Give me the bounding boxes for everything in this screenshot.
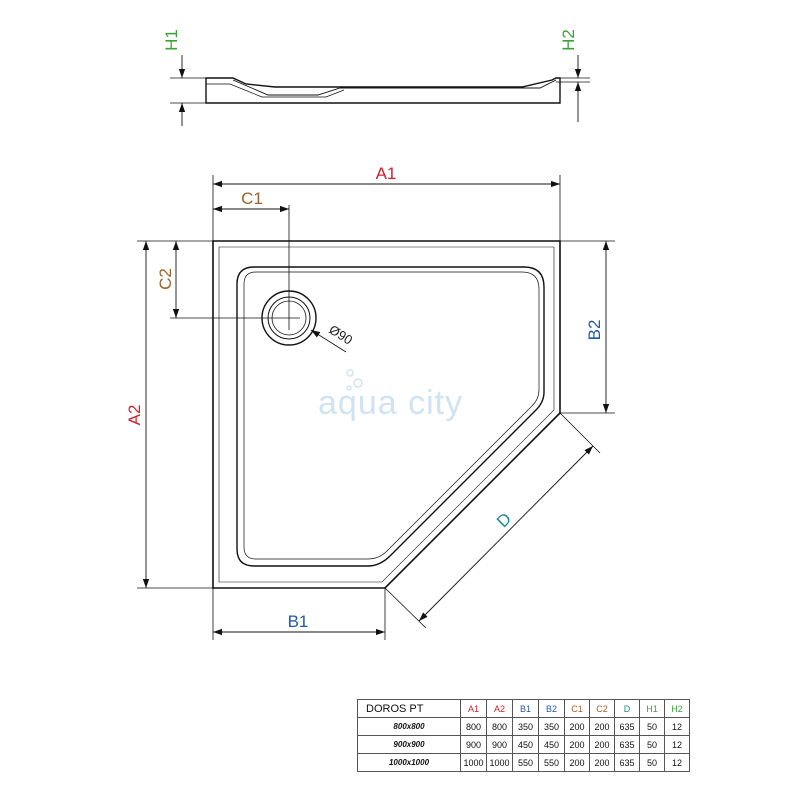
drain-diameter-leader (310, 329, 347, 353)
c1-label: C1 (241, 189, 263, 208)
b2-label: B2 (585, 320, 604, 341)
cell: 900 (486, 735, 513, 754)
cell: 350 (512, 717, 539, 736)
tray-profile-edge (206, 83, 345, 98)
cell: 550 (538, 753, 565, 772)
d-extension-bottom (384, 587, 427, 629)
h1-label: H1 (162, 29, 181, 51)
d-dimension-line (418, 445, 594, 622)
tray-profile (205, 77, 561, 104)
tray-basin-outer (236, 266, 545, 567)
cell: 800 (460, 717, 487, 736)
cell: 635 (614, 717, 640, 736)
cell: 900 (460, 735, 487, 754)
cell: 800 (486, 717, 513, 736)
cell: 200 (589, 735, 615, 754)
cell: 450 (538, 735, 565, 754)
a2-label: A2 (125, 405, 144, 426)
header-b2: B2 (538, 699, 565, 718)
header-c1: C1 (564, 699, 590, 718)
table-row: 800x800 800 800 350 350 200 200 635 50 1… (357, 717, 690, 736)
header-h2: H2 (664, 699, 690, 718)
cell: 50 (639, 717, 665, 736)
header-a1: A1 (460, 699, 487, 718)
cell: 550 (512, 753, 539, 772)
header-a2: A2 (486, 699, 513, 718)
cell: 12 (664, 717, 690, 736)
d-extension-top (559, 412, 601, 454)
plan-view: aqua city Ø90 A1 C1 A2 C2 (125, 164, 615, 640)
b1-label: B1 (288, 612, 309, 631)
side-view: H1 H2 (162, 29, 590, 126)
cell: 1000 (460, 753, 487, 772)
cell: 12 (664, 735, 690, 754)
cell: 200 (589, 753, 615, 772)
cell: 12 (664, 753, 690, 772)
header-d: D (614, 699, 640, 718)
cell: 450 (512, 735, 539, 754)
row-size: 1000x1000 (357, 753, 461, 772)
a1-label: A1 (376, 164, 397, 183)
cell: 635 (614, 735, 640, 754)
cell: 635 (614, 753, 640, 772)
cell: 200 (564, 735, 590, 754)
dimensions-table: DOROS PT A1 A2 B1 B2 C1 C2 D H1 H2 800x8… (357, 699, 690, 772)
watermark-text: aqua city (318, 384, 463, 422)
c2-label: C2 (156, 268, 175, 290)
header-h1: H1 (639, 699, 665, 718)
cell: 200 (564, 753, 590, 772)
cell: 200 (589, 717, 615, 736)
cell: 1000 (486, 753, 513, 772)
cell: 50 (639, 753, 665, 772)
cell: 200 (564, 717, 590, 736)
table-header-row: DOROS PT A1 A2 B1 B2 C1 C2 D H1 H2 (357, 699, 690, 718)
row-size: 900x900 (357, 735, 461, 754)
cell: 350 (538, 717, 565, 736)
table-title: DOROS PT (357, 699, 461, 718)
cell: 50 (639, 735, 665, 754)
header-b1: B1 (512, 699, 539, 718)
h2-label: H2 (559, 29, 578, 51)
header-c2: C2 (589, 699, 615, 718)
drain: Ø90 (261, 290, 355, 353)
table-row: 900x900 900 900 450 450 200 200 635 50 1… (357, 735, 690, 754)
aqua-city-watermark: aqua city (318, 369, 463, 422)
tray-basin-inner (243, 271, 540, 560)
tray-profile-inner-line (232, 79, 557, 96)
table-row: 1000x1000 1000 1000 550 550 200 200 635 … (357, 753, 690, 772)
row-size: 800x800 (357, 717, 461, 736)
